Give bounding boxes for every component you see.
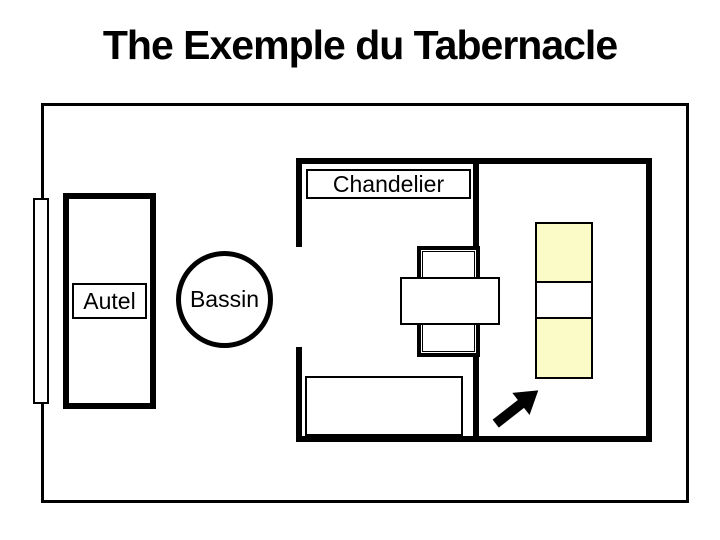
basin-label-text: Bassin	[189, 286, 260, 312]
courtyard-gate	[33, 198, 49, 404]
lampstand-label-text: Chandelier	[332, 170, 445, 197]
altar-label-text: Autel	[83, 287, 136, 314]
ark-middle-band	[535, 281, 593, 319]
altar-label: Autel	[72, 283, 147, 319]
lampstand-label: Chandelier	[306, 169, 471, 199]
incense-altar-horizontal	[400, 277, 500, 325]
slide-title: The Exemple du Tabernacle	[102, 22, 618, 68]
tent-door-opening	[296, 247, 302, 347]
basin-circle: Bassin	[176, 251, 273, 348]
showbread-table	[305, 376, 463, 436]
northeast-arrow-icon	[492, 390, 539, 428]
